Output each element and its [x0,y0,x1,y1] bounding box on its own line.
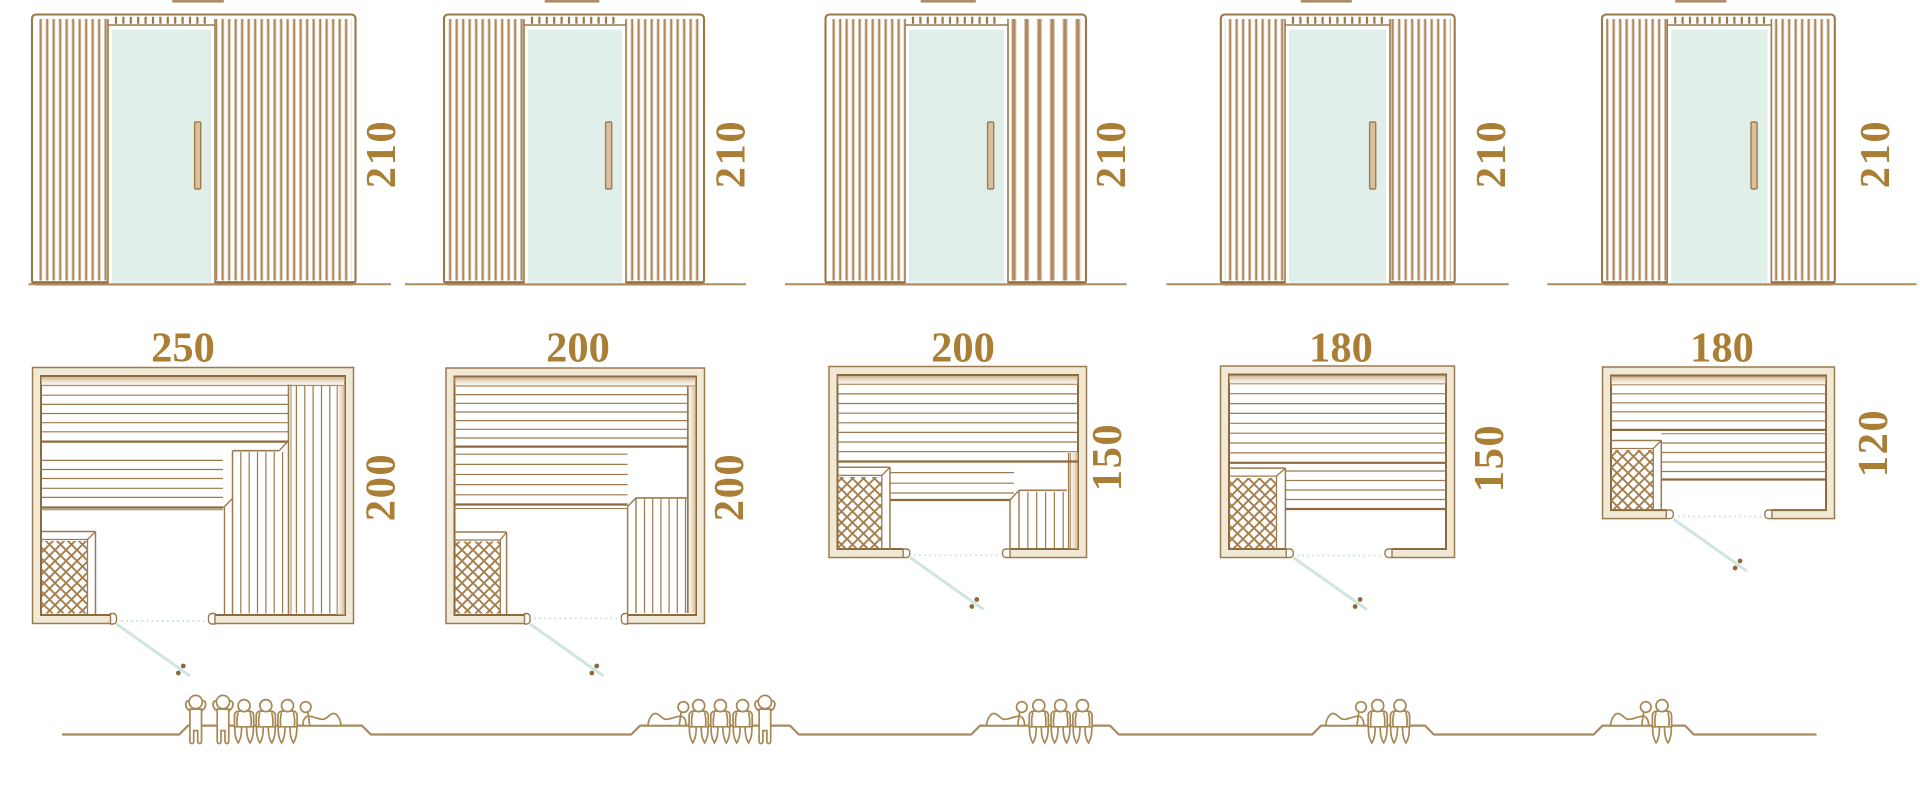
svg-text:210: 210 [1088,120,1135,189]
svg-text:200: 200 [546,324,610,371]
svg-text:210: 210 [708,120,755,189]
svg-text:200: 200 [358,453,405,522]
svg-text:200: 200 [706,453,753,522]
svg-text:180: 180 [1309,324,1373,371]
svg-text:210: 210 [1468,120,1515,189]
svg-text:250: 250 [151,324,215,371]
svg-text:210: 210 [358,120,405,189]
svg-text:200: 200 [931,324,995,371]
svg-text:150: 150 [1466,424,1513,493]
svg-text:180: 180 [1690,324,1754,371]
svg-text:150: 150 [1084,423,1131,492]
svg-text:210: 210 [1852,120,1899,189]
svg-text:120: 120 [1850,409,1897,478]
